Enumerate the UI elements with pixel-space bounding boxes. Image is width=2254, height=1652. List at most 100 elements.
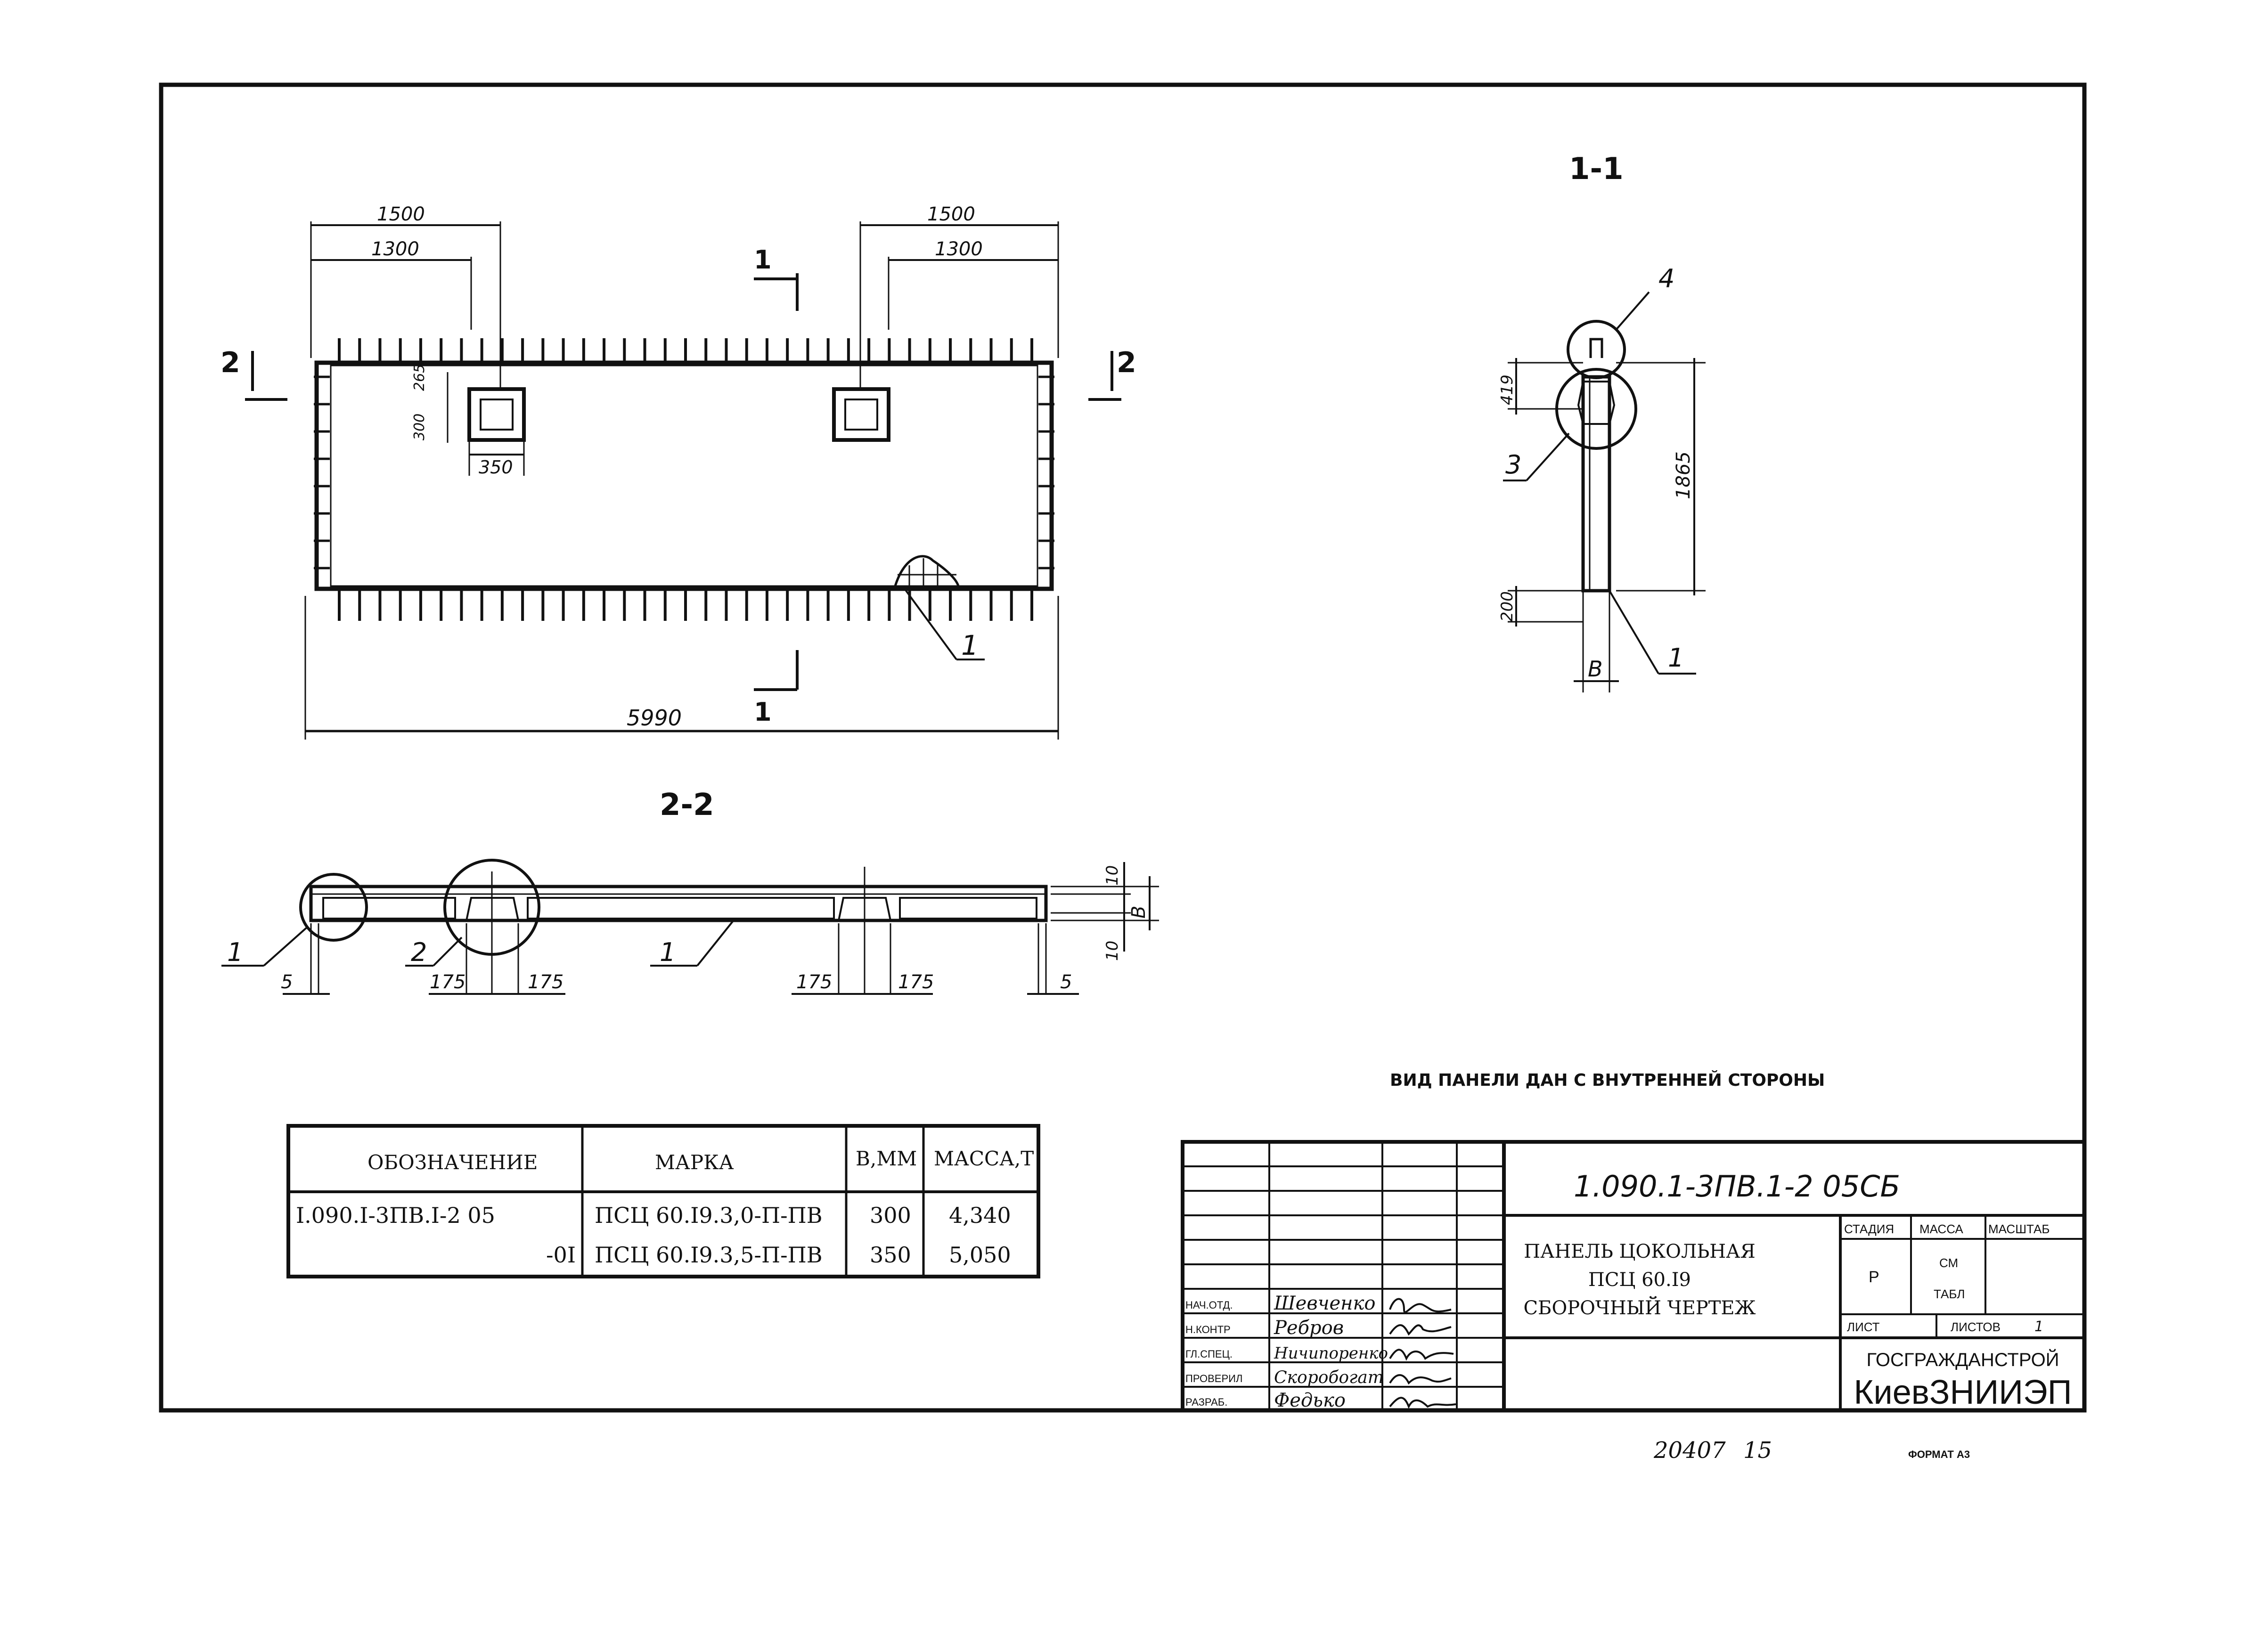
panel-inner-outline — [330, 365, 1038, 587]
callout-number: 4 — [1658, 264, 1674, 293]
dim-label: 175 — [898, 971, 934, 993]
rebar-outlets-bottom — [338, 589, 1033, 621]
opening-left — [467, 387, 526, 442]
dim-label: 1300 — [371, 238, 419, 260]
drawing-title: СБОРОЧНЫЙ ЧЕРТЕЖ — [1523, 1296, 1756, 1319]
title-block-frame — [1181, 1140, 2086, 1412]
spec-cell: 4,340 — [949, 1203, 1011, 1228]
dim-label: 1300 — [935, 238, 983, 260]
opening-right — [832, 387, 890, 442]
dim-label: 175 — [528, 971, 564, 993]
signer-name: Ничипоренко — [1274, 1344, 1388, 1363]
dim-label: 1865 — [1673, 451, 1694, 499]
role-label: РАЗРАБ. — [1185, 1396, 1227, 1408]
opening-right-inner — [844, 399, 878, 431]
cavity — [322, 897, 456, 920]
organization-name: КиевЗНИИЭП — [1854, 1374, 2072, 1411]
dim-label: 1500 — [927, 203, 975, 225]
format-mark: ФОРМАТ А3 — [1908, 1449, 1970, 1460]
spec-cell: ПСЦ 60.I9.3,0-П-ПВ — [595, 1203, 823, 1228]
detail-circle-1 — [299, 873, 368, 942]
callout-number: 1 — [227, 937, 243, 967]
signature — [1389, 1298, 1452, 1313]
spec-cell: 350 — [870, 1242, 911, 1268]
section-1-1 — [1503, 291, 1706, 692]
detail-circle-4 — [1567, 320, 1626, 379]
callout-number: 1 — [961, 629, 979, 661]
dim-label: 265 — [411, 364, 428, 391]
signature — [1389, 1324, 1452, 1336]
spec-header: МАССА,Т — [934, 1147, 1034, 1170]
dim-label: 350 — [479, 457, 513, 478]
section-title: 2-2 — [660, 788, 714, 822]
cavity — [527, 897, 835, 920]
role-label: НАЧ.ОТД. — [1185, 1299, 1233, 1311]
dim-label-total: 5990 — [627, 705, 682, 731]
callout-leader — [263, 927, 307, 967]
section-2-2-labels: 2-2 5 175 175 175 175 5 10 10 B 1 2 1 — [227, 788, 1150, 993]
stage-header: СТАДИЯ — [1844, 1222, 1894, 1236]
section-2-2 — [221, 859, 1159, 995]
callout-number: 2 — [411, 937, 427, 967]
drawing-title: ПАНЕЛЬ ЦОКОЛЬНАЯ — [1524, 1241, 1756, 1262]
role-label: Н.КОНТР — [1185, 1324, 1231, 1335]
dim-label: 5 — [1060, 971, 1072, 993]
callout-number: 1 — [1668, 643, 1684, 673]
spec-table-frame — [286, 1124, 1040, 1278]
mass-value: ТАБЛ — [1934, 1287, 1965, 1301]
cavity — [899, 897, 1037, 920]
dim-label: B — [1128, 906, 1150, 919]
mass-value: СМ — [1939, 1256, 1958, 1270]
section-body — [1581, 375, 1611, 593]
opening-left-inner — [480, 399, 514, 431]
rebar-outlets-top — [338, 338, 1033, 363]
plan-labels: 1500 1300 1500 1300 5990 300 265 350 1 1… — [220, 203, 1136, 731]
drawing-title: ПСЦ 60.I9 — [1588, 1269, 1691, 1291]
spec-header: ОБОЗНАЧЕНИЕ — [368, 1151, 538, 1174]
spec-cell: I.090.I-3ПВ.I-2 05 — [296, 1203, 495, 1228]
callout-leader — [1615, 291, 1650, 331]
detail-arc — [894, 555, 960, 586]
section-body — [309, 885, 1048, 922]
spec-header: В,ММ — [856, 1147, 917, 1170]
rebar-outlets-left — [314, 375, 330, 570]
scale-header: МАСШТАБ — [1988, 1222, 2050, 1236]
dim-label: B — [1588, 656, 1603, 682]
title-block: 1.090.1-3ПВ.1-2 05СБ ПАНЕЛЬ ЦОКОЛЬНАЯ ПС… — [1181, 1140, 2086, 1412]
dim-label: 175 — [430, 971, 466, 993]
loop-detail — [1589, 338, 1603, 358]
rebar-outlets-right — [1038, 375, 1054, 570]
drawing-note: ВИД ПАНЕЛИ ДАН С ВНУТРЕННЕЙ СТОРОНЫ — [1390, 1070, 1825, 1090]
spec-cell: 5,050 — [949, 1242, 1011, 1268]
dim-label: 175 — [796, 971, 832, 993]
keyway-detail — [1577, 381, 1616, 425]
role-label: ПРОВЕРИЛ — [1185, 1373, 1242, 1384]
callout-leader — [696, 918, 736, 967]
callout-number: 3 — [1505, 450, 1521, 480]
document-code: 1.090.1-3ПВ.1-2 05СБ — [1574, 1169, 1900, 1204]
cut-label: 2 — [220, 346, 240, 379]
dim-label: 10 — [1103, 865, 1122, 886]
dim-label: 10 — [1103, 941, 1122, 961]
inventory-number: 20407 — [1653, 1437, 1726, 1464]
sheet-label: ЛИСТ — [1847, 1320, 1880, 1334]
sheet-frame — [159, 82, 2087, 1413]
callout-leader — [1526, 432, 1570, 481]
callout-leader — [1609, 590, 1659, 675]
cut-label: 2 — [1117, 346, 1136, 379]
cut-label: 1 — [754, 245, 772, 275]
organization-name: ГОСГРАЖДАНСТРОЙ — [1866, 1349, 2059, 1370]
spec-cell: ПСЦ 60.I9.3,5-П-ПВ — [595, 1242, 823, 1268]
spec-cell: 300 — [870, 1203, 911, 1228]
spec-cell: -0I — [546, 1242, 576, 1268]
callout-leader — [433, 936, 463, 967]
sheets-value: 1 — [2034, 1318, 2043, 1335]
stage-value: Р — [1869, 1268, 1879, 1286]
spec-table: ОБОЗНАЧЕНИЕ МАРКА В,ММ МАССА,Т I.090.I-3… — [286, 1124, 1040, 1278]
callout-number: 1 — [660, 937, 676, 967]
sheets-label: ЛИСТОВ — [1951, 1320, 2001, 1334]
signer-name: Федько — [1274, 1390, 1346, 1411]
mass-header: МАССА — [1919, 1222, 1963, 1236]
panel-outline — [314, 360, 1054, 591]
